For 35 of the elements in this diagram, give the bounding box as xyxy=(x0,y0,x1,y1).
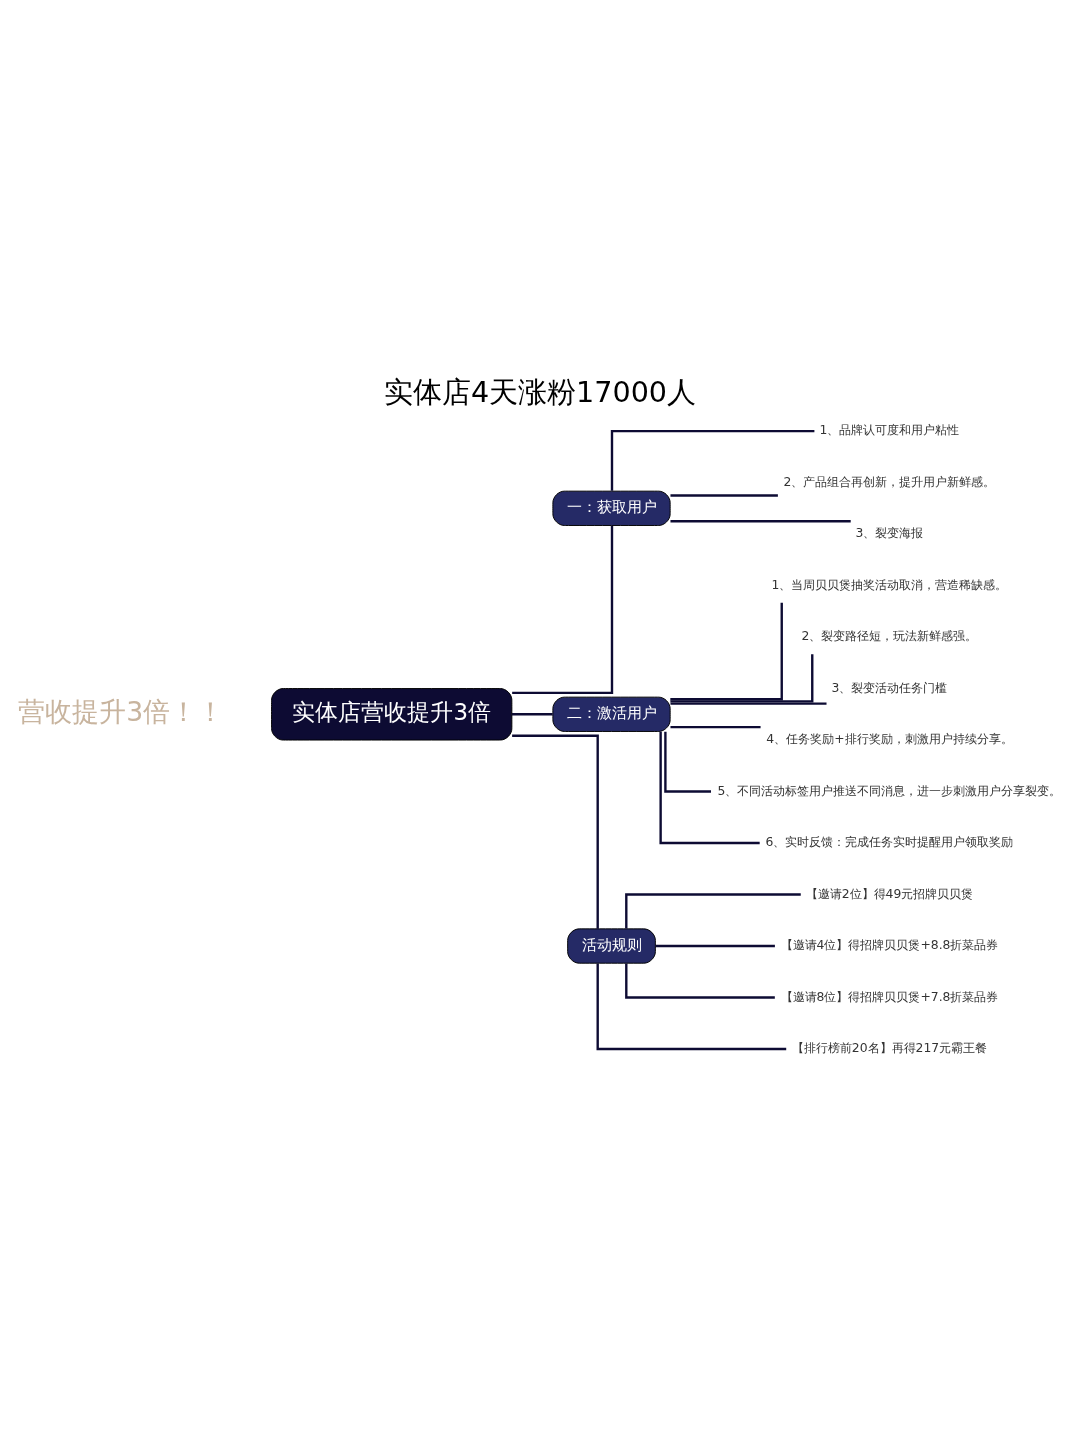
connector xyxy=(659,731,760,844)
connector xyxy=(512,734,599,929)
connector xyxy=(511,712,553,715)
connector xyxy=(670,519,851,522)
connector xyxy=(596,963,787,1050)
connector xyxy=(670,653,814,703)
node-text: 【邀请2位】得49元招牌贝贝煲 xyxy=(805,885,974,901)
connector xyxy=(625,892,801,929)
connector xyxy=(664,731,711,793)
node-text: 1、品牌认可度和用户粘性 xyxy=(819,421,960,437)
label: 营收提升3倍！！ xyxy=(18,695,225,727)
diagram-title: 实体店4天涨粉17000人 xyxy=(383,374,697,409)
connector xyxy=(670,725,761,728)
connector xyxy=(512,525,614,694)
node-text: 2、裂变路径短，玩法新鲜感强。 xyxy=(801,627,978,643)
node-text: 【邀请8位】得招牌贝贝煲+7.8折菜品券 xyxy=(780,988,999,1004)
node-text: 4、任务奖励+排行奖励，刺激用户持续分享。 xyxy=(766,730,1013,746)
node-text: 1、当周贝贝煲抽奖活动取消，营造稀缺感。 xyxy=(771,576,1008,592)
node-box: 活动规则 xyxy=(567,927,656,964)
connector xyxy=(610,429,815,491)
connector xyxy=(670,493,778,497)
node-text: 3、裂变活动任务门槛 xyxy=(831,679,948,695)
node-text: 【邀请4位】得招牌贝贝煲+8.8折菜品券 xyxy=(780,936,999,952)
node-text: 6、实时反馈：完成任务实时提醒用户领取奖励 xyxy=(765,833,1014,849)
node-box: 实体店营收提升3倍 xyxy=(271,687,513,741)
node-text: 2、产品组合再创新，提升用户新鲜感。 xyxy=(783,473,996,489)
connector xyxy=(670,701,827,705)
connector xyxy=(670,602,783,700)
connector xyxy=(625,962,775,999)
node-text: 3、裂变海报 xyxy=(855,524,924,540)
node-text: 5、不同活动标签用户推送不同消息，进一步刺激用户分享裂变。 xyxy=(717,782,1062,798)
node-text: 【排行榜前20名】再得217元霸王餐 xyxy=(791,1039,988,1055)
node-box: 一：获取用户 xyxy=(552,490,671,526)
node-box: 二：激活用户 xyxy=(552,696,671,732)
connector xyxy=(655,944,775,947)
